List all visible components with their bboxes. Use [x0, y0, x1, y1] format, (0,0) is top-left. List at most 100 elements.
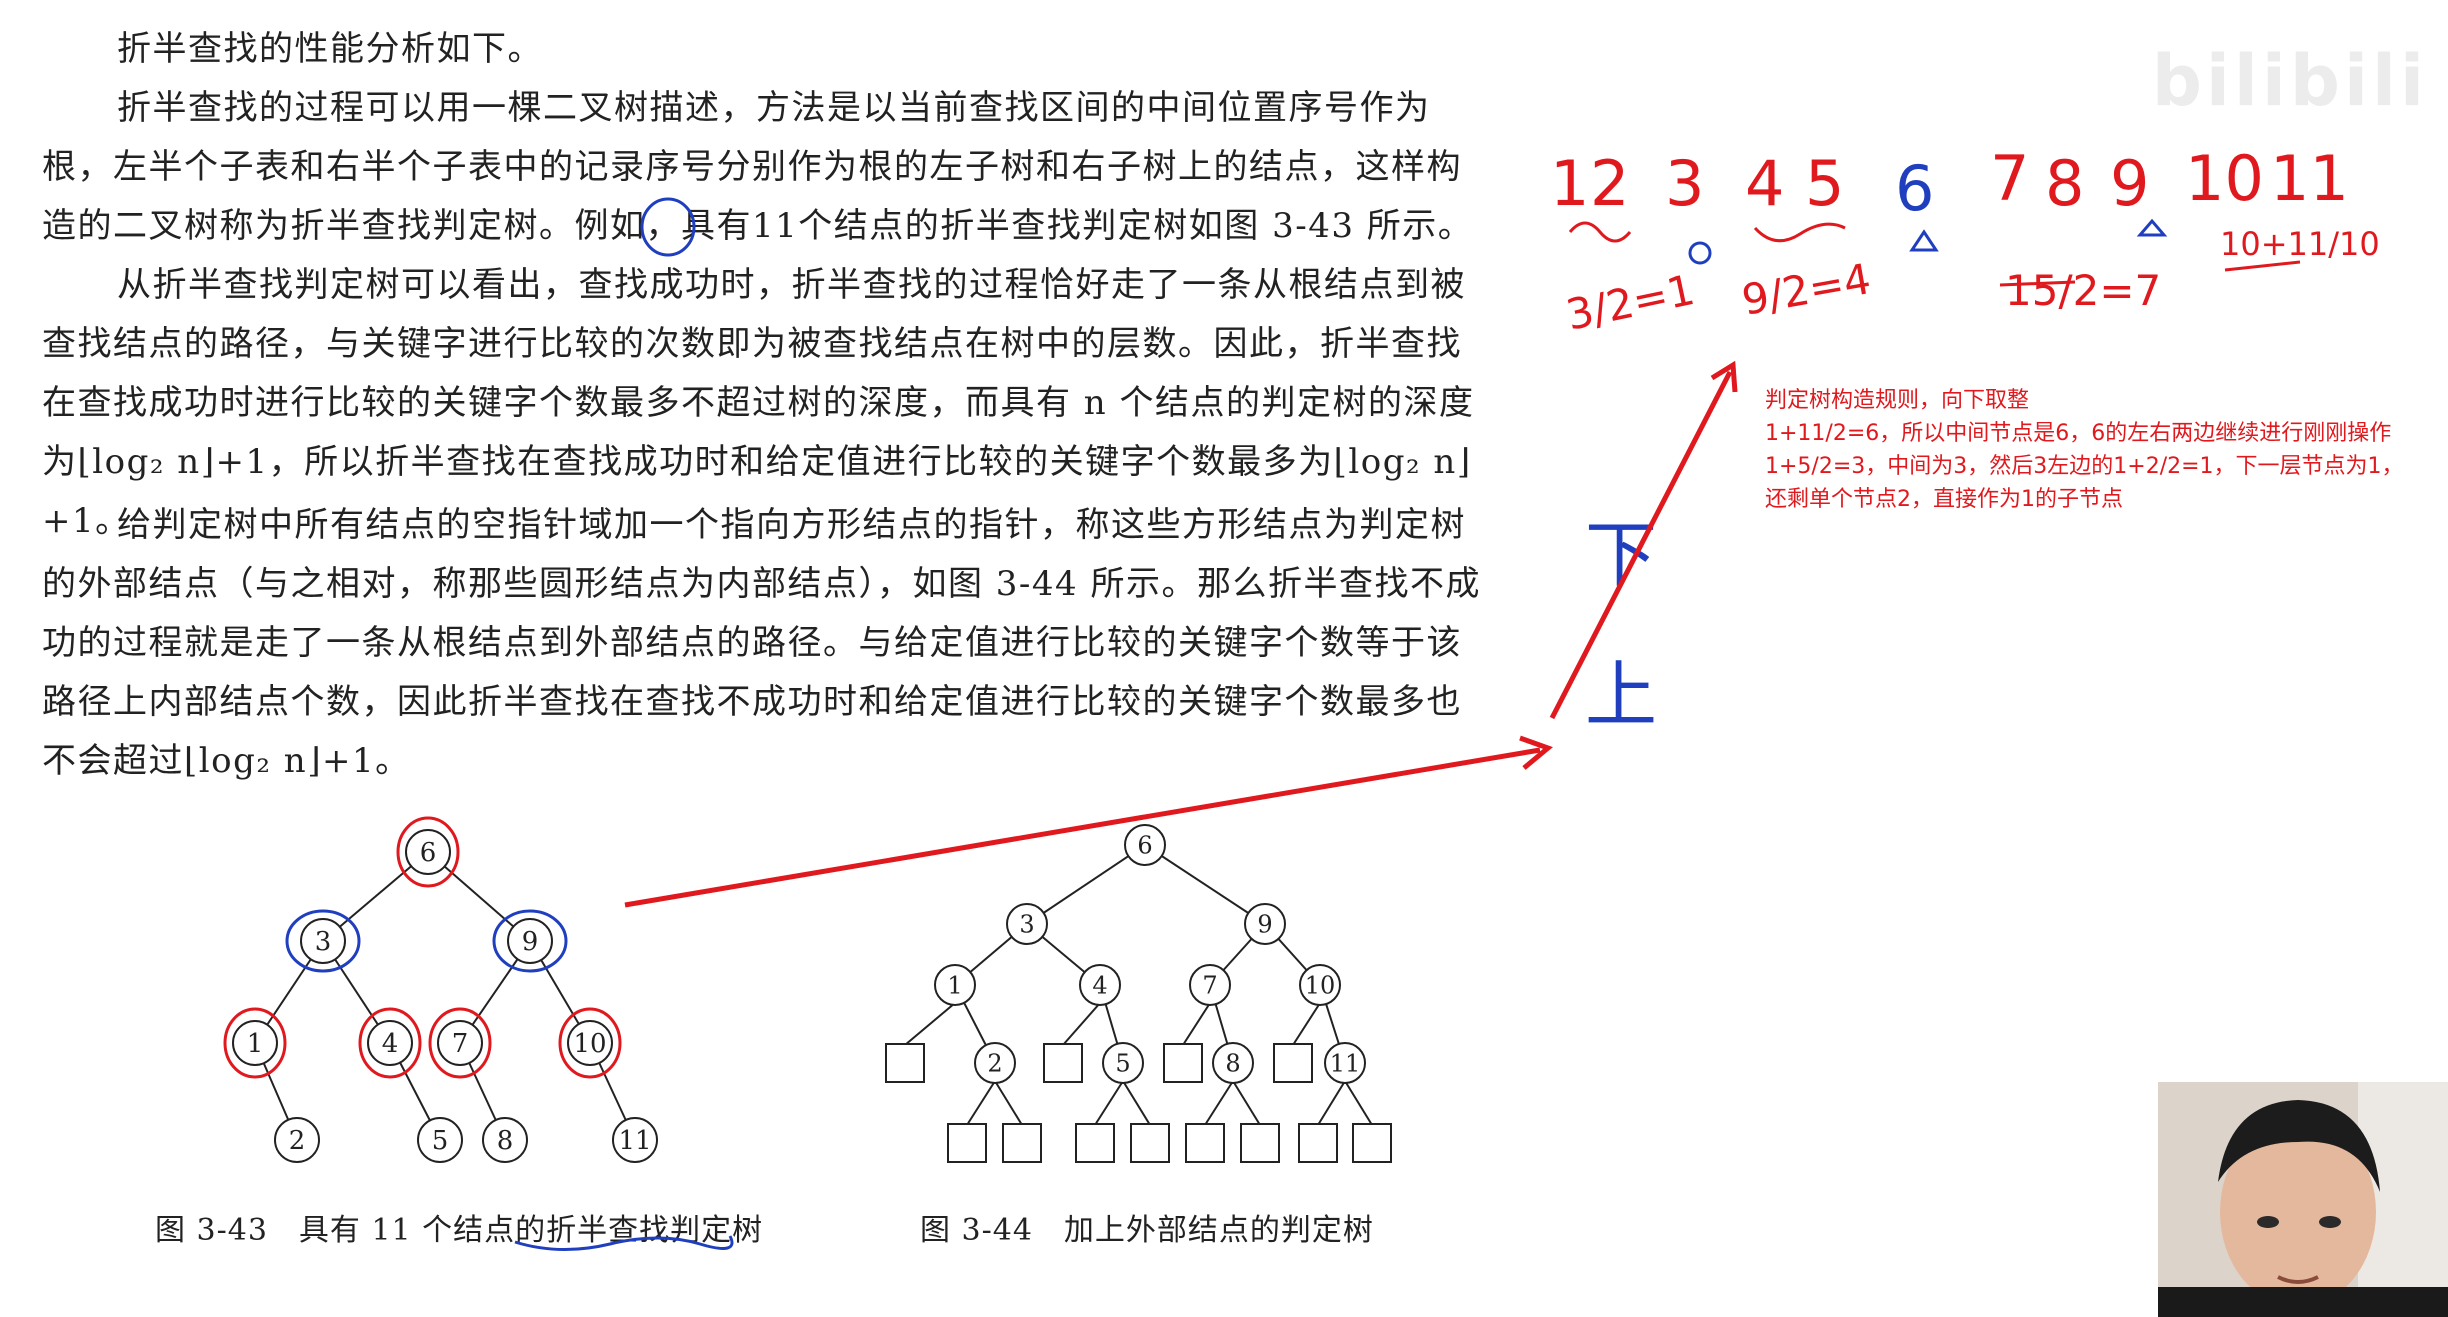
svg-text:9: 9 — [1257, 910, 1272, 938]
handwritten-calculations: 3/2=1 9/2=4 15/2=7 10+11/10 — [1562, 225, 2380, 340]
hw-seq-2: 2 — [1590, 147, 1629, 220]
hw-calc-3: 15/2=7 — [2005, 266, 2161, 315]
fig44-external-edge — [1317, 1080, 1346, 1126]
fig43-node-9: 9 — [507, 918, 553, 964]
svg-text:8: 8 — [1225, 1049, 1240, 1077]
figure-3-44-tree: 6 3 9 1 4 7 10 2 5 8 11 — [885, 824, 1392, 1163]
fig44-external-node — [885, 1043, 925, 1083]
fig44-node-4: 4 — [1079, 964, 1121, 1006]
fig44-external-edge — [1062, 1002, 1101, 1046]
hw-seq-11: 11 — [2270, 142, 2349, 215]
svg-text:2: 2 — [289, 1126, 306, 1156]
svg-text:7: 7 — [452, 1029, 469, 1059]
hw-seq-3: 3 — [1665, 147, 1704, 220]
fig43-node-11: 11 — [612, 1117, 658, 1163]
hw-seq-5: 5 — [1805, 147, 1844, 220]
svg-text:8: 8 — [497, 1126, 514, 1156]
fig44-external-node — [1273, 1043, 1313, 1083]
fig44-external-node — [1043, 1043, 1083, 1083]
fig44-external-node — [1075, 1123, 1115, 1163]
hw-down-up: 下 上 — [1585, 513, 1657, 737]
fig44-node-7: 7 — [1189, 964, 1231, 1006]
fig43-node-7: 7 — [437, 1020, 483, 1066]
fig44-node-11: 11 — [1324, 1042, 1366, 1084]
fig44-node-2: 2 — [974, 1042, 1016, 1084]
fig43-node-8: 8 — [482, 1117, 528, 1163]
fig44-node-5: 5 — [1102, 1042, 1144, 1084]
fig44-external-edge — [1232, 1080, 1261, 1126]
fig44-external-edge — [1122, 1080, 1151, 1126]
fig44-external-node — [1130, 1123, 1170, 1163]
svg-text:1: 1 — [247, 1029, 264, 1059]
fig44-external-edge — [966, 1080, 996, 1126]
svg-text:6: 6 — [420, 838, 437, 868]
svg-text:3: 3 — [315, 927, 332, 957]
svg-text:6: 6 — [1137, 831, 1152, 859]
svg-text:11: 11 — [1330, 1049, 1361, 1077]
bilibili-watermark: bilibili — [2151, 40, 2428, 122]
fig44-external-node — [1240, 1123, 1280, 1163]
hw-calc-4: 10+11/10 — [2220, 225, 2380, 263]
fig44-node-10: 10 — [1299, 964, 1341, 1006]
fig44-external-edge — [1344, 1080, 1373, 1126]
fig44-node-9: 9 — [1244, 903, 1286, 945]
hw-seq-4: 4 — [1745, 147, 1784, 220]
fig44-node-3: 3 — [1006, 903, 1048, 945]
fig44-external-edge — [994, 1080, 1023, 1126]
fig44-external-node — [947, 1123, 987, 1163]
fig44-edge — [1026, 844, 1146, 925]
fig43-node-4: 4 — [367, 1020, 413, 1066]
fig43-node-10: 10 — [567, 1020, 613, 1066]
hw-seq-6: 6 — [1895, 152, 1934, 225]
note-line-4: 还剩单个节点2，直接作为1的子节点 — [1765, 487, 2123, 512]
figure-3-43-caption: 图 3-43 具有 11 个结点的折半查找判定树 — [155, 1213, 764, 1248]
handwritten-sequence: 1 2 3 4 5 6 7 8 9 10 11 — [1550, 142, 2349, 225]
hw-up: 上 — [1585, 653, 1657, 737]
svg-text:5: 5 — [1115, 1049, 1130, 1077]
svg-text:4: 4 — [382, 1029, 399, 1059]
hw-calc-1: 3/2=1 — [1562, 265, 1699, 340]
hw-markers — [1688, 218, 2168, 265]
hw-seq-8: 8 — [2045, 147, 2084, 220]
hw-seq-1: 1 — [1550, 147, 1589, 220]
paragraph-intro: 折半查找的性能分析如下。 — [117, 29, 543, 69]
hw-down: 下 — [1585, 513, 1657, 597]
fig43-node-5: 5 — [417, 1117, 463, 1163]
svg-text:10: 10 — [573, 1029, 606, 1059]
note-line-1: 判定树构造规则，向下取整 — [1765, 388, 2030, 413]
figure-3-43-tree: 6 3 9 1 4 7 10 2 5 8 11 — [223, 816, 658, 1163]
fig44-node-8: 8 — [1212, 1042, 1254, 1084]
fig44-edge — [1144, 844, 1266, 925]
presenter-avatar — [2158, 1082, 2448, 1317]
fig44-node-6: 6 — [1124, 824, 1166, 866]
svg-text:7: 7 — [1202, 971, 1217, 999]
fig43-node-2: 2 — [274, 1117, 320, 1163]
fig44-external-node — [1002, 1123, 1042, 1163]
svg-text:5: 5 — [432, 1126, 449, 1156]
note-line-3: 1+5/2=3，中间为3，然后3左边的1+2/2=1，下一层节点为1， — [1765, 454, 2404, 479]
fig44-external-edge — [1094, 1080, 1124, 1126]
hw-calc-2: 9/2=4 — [1738, 254, 1874, 325]
paragraph-failure-analysis: 给判定树中所有结点的空指针域加一个指向方形结点的指针，称这些方形结点为判定树的外… — [42, 505, 1481, 781]
hw-seq-7: 7 — [1990, 142, 2029, 215]
fig44-external-node — [1298, 1123, 1338, 1163]
fig44-external-node — [1352, 1123, 1392, 1163]
svg-text:10: 10 — [1305, 971, 1336, 999]
paragraph-decision-tree-def: 折半查找的过程可以用一棵二叉树描述，方法是以当前查找区间的中间位置序号作为根，左… — [42, 88, 1474, 246]
note-line-2: 1+11/2=6，所以中间节点是6，6的左右两边继续进行刚刚操作 — [1765, 421, 2392, 446]
figure-3-44-caption: 图 3-44 加上外部结点的判定树 — [920, 1213, 1374, 1248]
fig44-external-edge — [904, 1002, 956, 1046]
fig44-external-node — [1163, 1043, 1203, 1083]
fig44-external-node — [1185, 1123, 1225, 1163]
fig43-node-6: 6 — [405, 829, 451, 875]
svg-text:2: 2 — [987, 1049, 1002, 1077]
svg-text:1: 1 — [947, 971, 962, 999]
svg-text:9: 9 — [522, 927, 539, 957]
fig44-external-edge — [1182, 1002, 1211, 1046]
paragraph-success-analysis: 从折半查找判定树可以看出，查找成功时，折半查找的过程恰好走了一条从根结点到被查找… — [42, 265, 1475, 541]
hw-seq-10: 10 — [2185, 142, 2264, 215]
svg-text:3: 3 — [1019, 910, 1034, 938]
svg-text:4: 4 — [1092, 971, 1107, 999]
svg-text:11: 11 — [618, 1126, 651, 1156]
fig44-node-1: 1 — [934, 964, 976, 1006]
